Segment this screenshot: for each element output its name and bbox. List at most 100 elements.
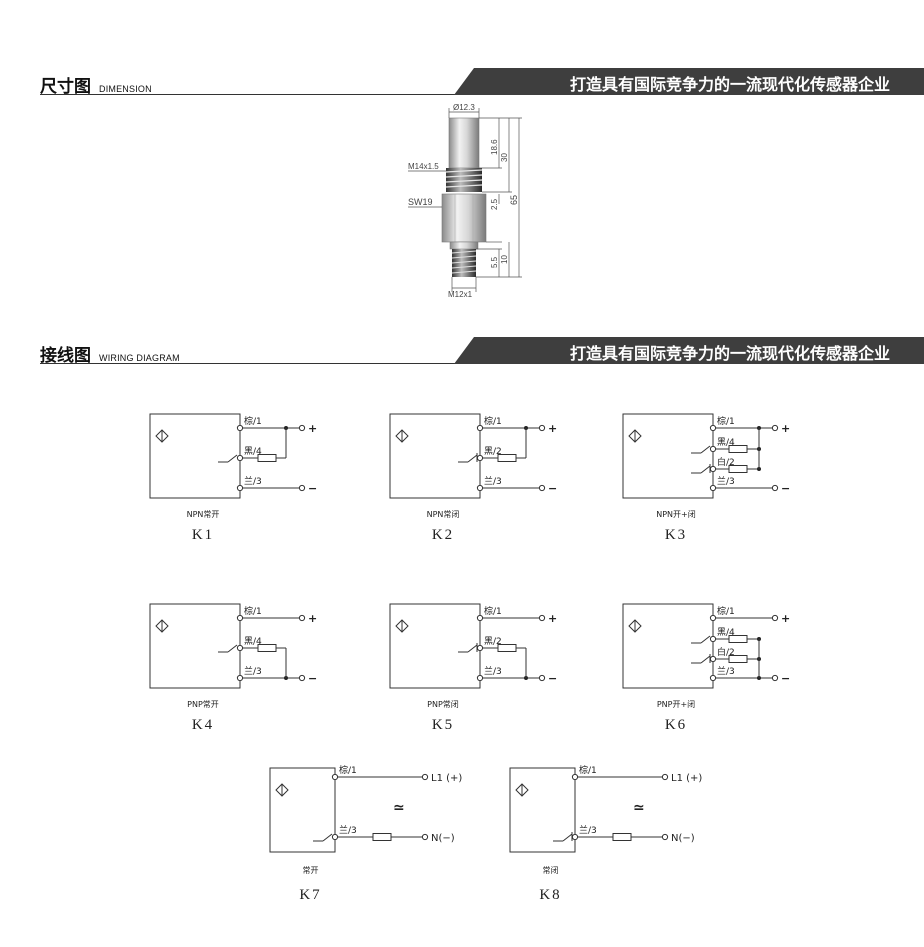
ac-symbol: ≃ — [393, 800, 405, 816]
wire-label-blue: 兰/3 — [244, 475, 262, 487]
wire-label-brown: 棕/1 — [717, 605, 735, 617]
terminal-circle — [661, 833, 669, 841]
wire-label-brown: 棕/1 — [339, 764, 357, 776]
n-label: N(−) — [671, 833, 695, 844]
terminal-circle — [236, 424, 244, 432]
wire-label-brown: 棕/1 — [244, 605, 262, 617]
plus-sign: + — [781, 612, 790, 625]
dim-5-5-label: 5.5 — [490, 256, 499, 268]
wiring-slogan: 打造具有国际竞争力的一流现代化传感器企业 — [569, 344, 890, 363]
wire-label-blue: 兰/3 — [339, 824, 357, 836]
wire-label-black: 黑/4 — [717, 627, 735, 638]
wiring-diagram-k7: 棕/1 L1 (+) ≃ 兰/3N(−) 常开 K7 — [269, 764, 462, 903]
dim-18-6-label: 18.6 — [490, 139, 499, 155]
wire-label-blue: 兰/3 — [717, 475, 735, 487]
terminal-circle — [298, 484, 306, 492]
l1-label: L1 (+) — [431, 773, 462, 784]
diagram-code: K1 — [192, 527, 214, 543]
terminal-circle — [709, 484, 717, 492]
sensor-hex-body — [441, 193, 487, 243]
terminal-circle — [476, 424, 484, 432]
terminal-circle — [661, 773, 669, 781]
resistor-symbol — [497, 644, 517, 652]
resistor-symbol — [728, 655, 748, 663]
wiring-diagrams: 棕/1+兰/3−黑/4NPN常开K1棕/1+兰/3−黑/2NPN常闭K2棕/1+… — [149, 413, 790, 903]
minus-sign: − — [548, 482, 557, 495]
terminal-circle — [298, 614, 306, 622]
terminal-circle — [331, 773, 339, 781]
ac-symbol: ≃ — [633, 800, 645, 816]
diagram-caption: NPN常闭 — [427, 510, 460, 519]
terminal-circle — [709, 674, 717, 682]
minus-sign: − — [548, 672, 557, 685]
terminal-circle — [236, 454, 244, 462]
terminal-circle — [571, 833, 579, 841]
wire-label-black: 黑/2 — [484, 636, 502, 647]
wiring-subtitle: WIRING DIAGRAM — [99, 353, 180, 363]
wire-label-brown: 棕/1 — [579, 764, 597, 776]
n-label: N(−) — [431, 833, 455, 844]
resistor-symbol — [728, 635, 748, 643]
minus-sign: − — [308, 482, 317, 495]
terminal-circle — [236, 674, 244, 682]
wiring-diagram-k8: 棕/1 L1 (+) ≃ 兰/3N(−) 常闭 K8 — [509, 764, 702, 903]
resistor-symbol — [728, 445, 748, 453]
resistor-symbol — [612, 833, 632, 841]
resistor-symbol — [257, 644, 277, 652]
sensor-body — [149, 603, 241, 689]
diagram-caption: 常闭 — [543, 866, 559, 875]
terminal-circle — [236, 484, 244, 492]
terminal-circle — [538, 484, 546, 492]
terminal-circle — [236, 614, 244, 622]
diagram-caption: 常开 — [303, 866, 319, 875]
terminal-circle — [709, 655, 717, 663]
diagram-code: K4 — [192, 717, 214, 733]
dimension-subtitle: DIMENSION — [99, 84, 152, 94]
l1-label: L1 (+) — [671, 773, 702, 784]
dim-diameter-label: Ø12.3 — [453, 103, 475, 112]
terminal-circle — [331, 833, 339, 841]
terminal-circle — [771, 674, 779, 682]
terminal-circle — [709, 424, 717, 432]
dim-thread-bottom-label: M12x1 — [448, 290, 473, 299]
diagram-caption: PNP开+闭 — [657, 700, 695, 709]
sensor-body — [389, 413, 481, 499]
dim-10-label: 10 — [500, 255, 509, 264]
wire-label-blue: 兰/3 — [484, 475, 502, 487]
terminal-circle — [771, 614, 779, 622]
dimension-slogan: 打造具有国际竞争力的一流现代化传感器企业 — [569, 75, 890, 94]
diagram-caption: PNP常开 — [187, 700, 219, 709]
terminal-circle — [476, 614, 484, 622]
terminal-circle — [298, 674, 306, 682]
wiring-banner — [454, 337, 924, 364]
wire-label-blue: 兰/3 — [484, 665, 502, 677]
diagram-code: K7 — [299, 887, 321, 903]
sensor-body — [622, 603, 714, 689]
wire-label-blue: 兰/3 — [579, 824, 597, 836]
terminal-circle — [709, 465, 717, 473]
dim-65-label: 65 — [509, 195, 519, 205]
terminal-circle — [421, 773, 429, 781]
wire-label-blue: 兰/3 — [244, 665, 262, 677]
terminal-circle — [571, 773, 579, 781]
terminal-circle — [538, 614, 546, 622]
terminal-circle — [771, 424, 779, 432]
sensor-body — [149, 413, 241, 499]
dim-thread-top-label: M14x1.5 — [408, 162, 439, 171]
diagram-code: K8 — [539, 887, 561, 903]
diagram-caption: PNP常闭 — [427, 700, 459, 709]
wire-label-brown: 棕/1 — [244, 415, 262, 427]
dim-30-label: 30 — [500, 153, 509, 162]
plus-sign: + — [548, 612, 557, 625]
resistor-symbol — [372, 833, 392, 841]
minus-sign: − — [308, 672, 317, 685]
terminal-circle — [709, 635, 717, 643]
diagram-code: K2 — [432, 527, 454, 543]
sensor-head — [448, 117, 480, 169]
thread-bottom-lines — [451, 250, 477, 274]
